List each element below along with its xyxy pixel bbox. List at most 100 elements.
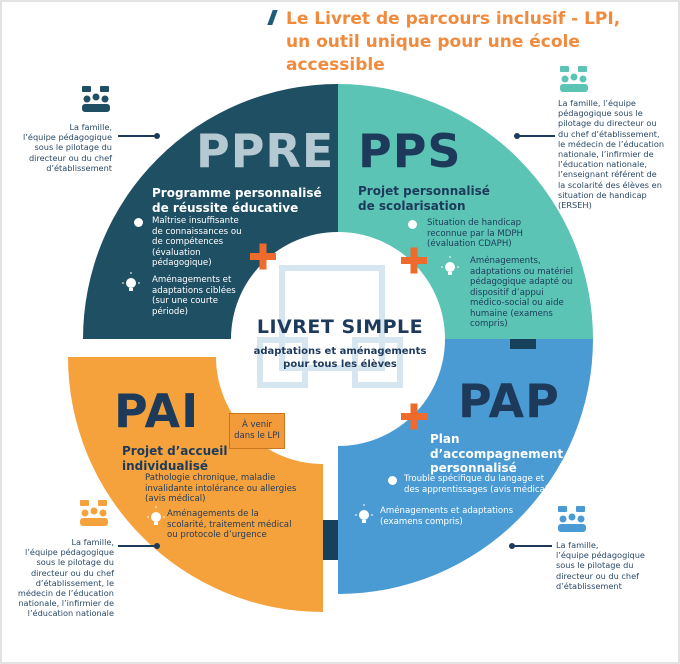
ppre-item-line: Maîtrise insuffisante [152, 216, 239, 226]
ppre-item-2: Aménagements et adaptations ciblées (sur… [152, 275, 262, 317]
center-title: LIVRET SIMPLE [256, 316, 424, 338]
pap-item-line: des apprentissages (avis médical) [404, 484, 551, 495]
plus-icon-pap [401, 403, 427, 430]
pai-item-line: invalidante intolérance ou allergies [145, 483, 297, 494]
ppre-item-line: de compétences [152, 237, 224, 247]
lightbulb-icon [355, 504, 373, 523]
ppre-subtitle-line: Programme personnalisé [152, 186, 322, 200]
pai-item-line: Aménagements de la [167, 509, 259, 519]
pps-item-1: Situation de handicap reconnue par la MD… [427, 218, 537, 250]
quadrant-ppre [83, 84, 338, 339]
side-note-line: l’éducation nationale [27, 608, 114, 619]
ppre-subtitle-line: de réussite éducative [152, 200, 299, 215]
side-note-bottom-left: La famille, l’équipe pédagogique sous le… [8, 537, 114, 619]
pai-subtitle: Projet d’accueil individualisé [122, 444, 272, 473]
lightbulb-icon [122, 272, 140, 291]
pap-item-2: Aménagements et adaptations (examens com… [380, 506, 540, 527]
title-line-2: un outil unique pour une école accessibl… [286, 32, 580, 75]
people-discussion-icon [80, 500, 108, 526]
side-note-top-left: La famille, l’équipe pédagogique sous le… [14, 122, 112, 173]
side-note-line: d’établissement [46, 162, 112, 173]
pps-subtitle-line: Projet personnalisé [358, 184, 490, 198]
side-note-line: nationale, l’infirmier de [558, 149, 654, 160]
pps-item-2: Aménagements, adaptations ou matériel pé… [470, 256, 580, 330]
side-note-line: La famille, [71, 537, 114, 547]
plus-icon-ppre [250, 243, 276, 270]
pai-item-line: Pathologie chronique, maladie [145, 473, 276, 483]
pai-item-line: ou protocole d’urgence [167, 530, 267, 540]
side-note-line: (ERSEH) [558, 200, 592, 211]
side-note-line: du chef d’établissement, [558, 128, 660, 139]
side-note-line: médecin de l’éducation [17, 588, 114, 599]
pps-item-line: (évaluation CDAPH) [427, 239, 512, 249]
side-note-line: pédagogique sous le [558, 108, 643, 119]
pap-subtitle: Plan d’accompagnement personnalisé [430, 432, 580, 476]
center-subtitle-line: pour tous les élèves [283, 358, 397, 370]
center-bg-shape [279, 265, 385, 371]
coming-soon-badge: À venir dans le LPI [229, 413, 285, 449]
bullet-dot [408, 220, 417, 229]
side-note-line: l’équipe pédagogique [25, 547, 114, 558]
pap-subtitle-line: Plan [430, 432, 460, 446]
people-discussion-icon [558, 506, 586, 532]
pap-acronym: PAP [458, 374, 560, 428]
pps-item-line: dispositif d’appui [470, 287, 544, 298]
pai-item-1: Pathologie chronique, maladie invalidant… [145, 473, 325, 505]
ppre-item-line: de connaissances ou [152, 226, 242, 237]
ppre-subtitle: Programme personnalisé de réussite éduca… [152, 186, 332, 215]
pai-subtitle-line: Projet d’accueil [122, 444, 228, 458]
badge-line: dans le LPI [234, 431, 280, 441]
side-note-top-right: La famille, l’équipe pédagogique sous le… [558, 98, 670, 210]
pps-item-line: médico-social ou aide [470, 298, 564, 308]
pps-subtitle: Projet personnalisé de scolarisation [358, 184, 518, 213]
side-note-line: d’établissement [556, 580, 622, 591]
quadrant-pps [338, 84, 593, 339]
side-note-bottom-right: La famille, l’équipe pédagogique sous le… [556, 540, 666, 591]
pap-item-line: Aménagements et adaptations [380, 506, 514, 516]
ppre-item-line: Aménagements et [152, 275, 232, 285]
ppre-item-1: Maîtrise insuffisante de connaissances o… [152, 216, 262, 269]
center-subtitle: adaptations et aménagements pour tous le… [225, 346, 455, 371]
side-note-line: l’éducation nationale, [558, 159, 647, 170]
center-subtitle-line: adaptations et aménagements [253, 346, 427, 357]
pps-item-line: adaptations ou matériel [470, 266, 574, 277]
side-note-line: l’équipe pédagogique [23, 132, 112, 143]
pai-item-line: (avis médical) [145, 494, 206, 504]
ppre-item-line: pédagogique) [152, 258, 212, 268]
side-note-line: sous le pilotage du [556, 560, 634, 571]
pai-item-2: Aménagements de la scolarité, traitement… [167, 509, 317, 541]
connector-line-bottom-right [509, 543, 552, 549]
ppre-item-line: adaptations ciblées [152, 285, 236, 296]
ppre-item-line: (évaluation [152, 247, 201, 258]
side-note-line: La famille, l’équipe [558, 98, 636, 108]
side-note-line: l’équipe pédagogique [556, 550, 645, 561]
side-note-line: nationale, l’infirmier de [18, 598, 114, 609]
ppre-item-line: (sur une courte [152, 296, 219, 306]
side-note-line: directeur ou du chef [28, 152, 112, 163]
badge-line: À venir [241, 420, 273, 430]
side-note-line: directeur ou du chef [556, 570, 640, 581]
side-note-line: d’établissement, le [35, 577, 114, 588]
center-bg-shape-3 [352, 337, 403, 388]
people-discussion-icon [82, 86, 110, 112]
people-discussion-icon [560, 66, 588, 92]
side-note-line: l’enseignant référent de [558, 169, 657, 180]
pap-item-line: Trouble spécifique du langage et [404, 474, 545, 484]
pps-subtitle-line: de scolarisation [358, 198, 466, 213]
pai-item-line: scolarité, traitement médical [167, 519, 292, 530]
bullet-dot [134, 218, 143, 227]
connector-bar-right [510, 339, 536, 349]
pap-item-line: (examens compris) [380, 516, 463, 527]
center-bg-shape-2 [257, 337, 308, 388]
page-title: Le Livret de parcours inclusif - LPI, un… [267, 8, 676, 77]
side-note-line: sous le pilotage du [36, 557, 114, 568]
pai-acronym: PAI [114, 384, 200, 438]
quadrant-pap [338, 339, 593, 594]
pps-item-line: compris) [470, 319, 508, 329]
side-note-line: sous le pilotage du [34, 142, 112, 153]
pps-item-line: Aménagements, [470, 256, 541, 266]
connector-line-top-left [118, 133, 160, 139]
pps-item-line: humaine (examens [470, 308, 553, 319]
connector-line-top-right [514, 133, 555, 139]
